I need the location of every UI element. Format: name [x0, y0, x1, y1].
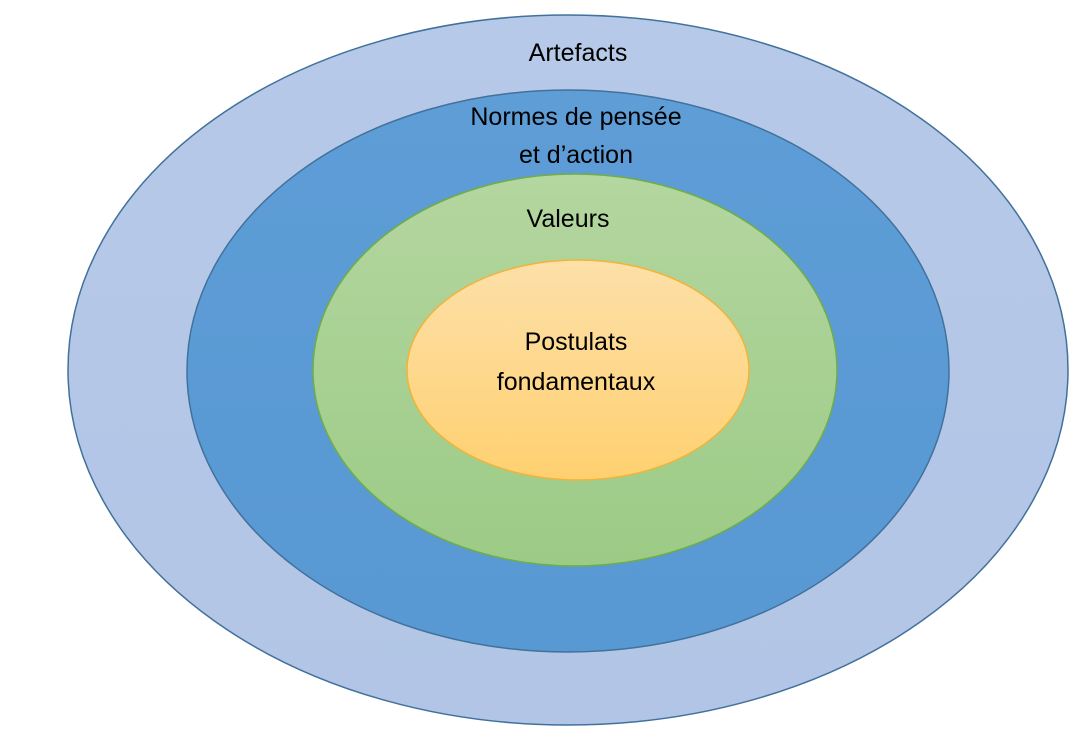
normes-label-line-1: Normes de pensée — [470, 103, 681, 131]
artefacts-label: Artefacts — [529, 39, 628, 67]
valeurs-label: Valeurs — [527, 205, 610, 233]
postulats-label-line-2: fondamentaux — [497, 368, 656, 396]
normes-label-line-2: et d’action — [519, 141, 633, 169]
postulats-label-line-1: Postulats — [525, 328, 628, 356]
postulats-ellipse — [406, 259, 750, 481]
